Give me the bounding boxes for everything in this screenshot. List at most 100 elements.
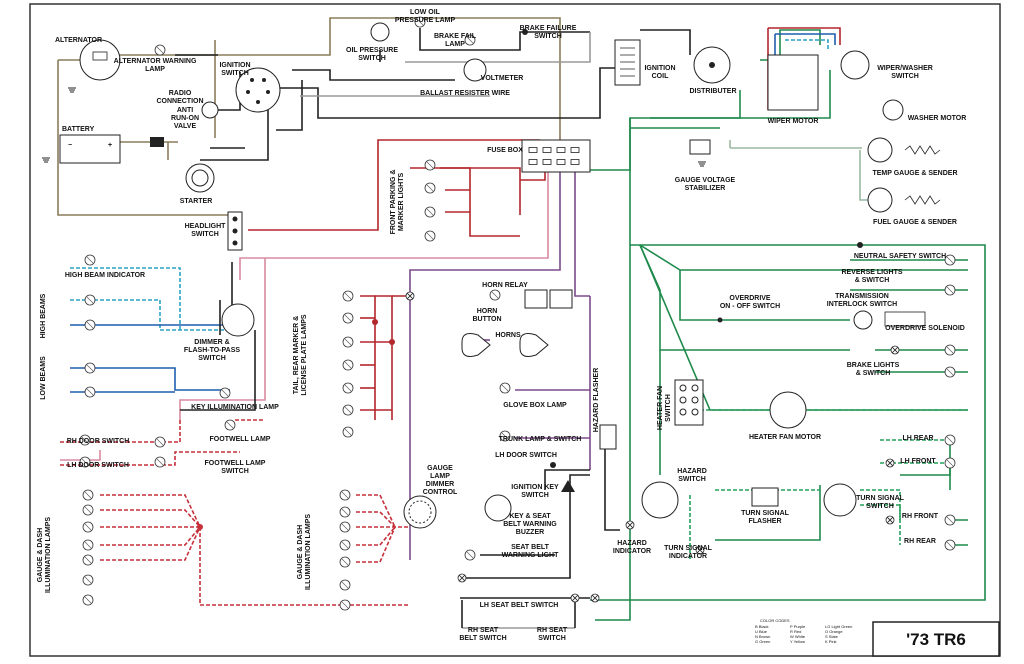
svg-text:+: +: [108, 142, 112, 149]
oil-pressure-switch-symbol: [370, 22, 390, 42]
svg-text:−: −: [68, 142, 72, 149]
label-gauge-dash-illumination-lamps-left: GAUGE & DASHILLUMINATION LAMPS: [37, 517, 52, 593]
title-box: [872, 621, 1000, 657]
legend-item: G Green: [755, 639, 770, 644]
legend-heading: COLOR CODES: [760, 618, 790, 623]
label-overdrive-solenoid: OVERDRIVE SOLENOID: [885, 325, 965, 332]
label-lh-seat-belt-switch: LH SEAT BELT SWITCH: [480, 602, 559, 609]
legend-item: S Slate: [825, 634, 839, 639]
hazard-switch-symbol: [641, 481, 679, 519]
diagram-title: '73 TR6: [906, 630, 966, 649]
ignition-key-switch-symbol: [484, 494, 512, 522]
label-key-illumination-lamp: KEY ILLUMINATION LAMP: [191, 404, 279, 411]
legend-item: U Blue: [755, 629, 768, 634]
horn-relay-symbol: [524, 289, 548, 309]
legend-item: W White: [790, 634, 806, 639]
legend-item: Y Yellow: [790, 639, 805, 644]
label-battery: BATTERY: [62, 126, 95, 133]
label-wiper-motor: WIPER MOTOR: [768, 118, 819, 125]
turn-signal-switch-symbol: [823, 483, 857, 517]
label-distributer: DISTRIBUTER: [689, 88, 736, 95]
horn-right-symbol: [519, 333, 549, 357]
label-rh-front: RH FRONT: [902, 513, 939, 520]
label-footwell-lamp: FOOTWELL LAMP: [210, 436, 271, 443]
legend-item: O Orange: [825, 629, 843, 634]
turn-signal-flasher-symbol: [751, 487, 779, 507]
dimmer-switch-symbol: [221, 303, 255, 337]
label-horns: HORNS: [495, 332, 521, 339]
temp-gauge-symbol: [867, 137, 893, 163]
label-high-beams: HIGH BEAMS: [40, 293, 47, 338]
gauge-voltage-stabilizer-symbol: [689, 139, 711, 155]
legend-item: N Brown: [755, 634, 770, 639]
battery-symbol: [59, 134, 121, 164]
label-reverse-lights-switch: REVERSE LIGHTS& SWITCH: [841, 269, 902, 284]
legend-item: P Purple: [790, 624, 806, 629]
horn-left-symbol: [461, 333, 491, 357]
label-lh-door-switch: LH DOOR SWITCH: [67, 462, 129, 469]
legend-item: K Pink: [825, 639, 837, 644]
label-starter: STARTER: [180, 198, 213, 205]
fuse-box-symbol: [521, 139, 591, 173]
legend-item: R Red: [790, 629, 801, 634]
label-lh-front: LH FRONT: [900, 458, 936, 465]
label-washer-motor: WASHER MOTOR: [908, 115, 967, 122]
anti-run-on-valve-symbol: [201, 101, 219, 119]
label-temp-gauge-sender: TEMP GAUGE & SENDER: [872, 170, 957, 177]
label-lh-rear: LH REAR: [902, 435, 933, 442]
label-gauge-dash-illumination-lamps-mid: GAUGE & DASHILLUMINATION LAMPS: [297, 514, 312, 590]
label-front-parking-marker-lights: FRONT PARKING &MARKER LIGHTS: [390, 170, 405, 235]
diode-symbol: [561, 480, 575, 492]
washer-motor-symbol: [882, 99, 904, 121]
label-tail-rear-marker-license-plate-lamps: TAIL, REAR MARKER &LICENSE PLATE LAMPS: [293, 314, 308, 395]
label-fuse-box: FUSE BOX: [487, 147, 523, 154]
label-neutral-safety-switch: NEUTRAL SAFETY SWITCH: [854, 253, 946, 260]
label-ballast-resister-wire: BALLAST RESISTER WIRE: [420, 90, 510, 97]
label-heater-fan-switch: HEATER FANSWITCH: [657, 386, 672, 430]
label-fuel-gauge-sender: FUEL GAUGE & SENDER: [873, 219, 957, 226]
label-high-beam-indicator: HIGH BEAM INDICATOR: [65, 272, 145, 279]
label-low-beams: LOW BEAMS: [40, 356, 47, 400]
voltmeter-symbol: [463, 58, 487, 82]
legend-item: B Black: [755, 624, 769, 629]
label-lh-door-switch-mid: LH DOOR SWITCH: [495, 452, 557, 459]
heater-fan-switch-symbol: [674, 379, 704, 426]
wiper-motor-symbol: [767, 54, 819, 111]
label-rh-door-switch: RH DOOR SWITCH: [67, 438, 130, 445]
hazard-flasher-symbol: [599, 424, 617, 450]
label-horn-relay: HORN RELAY: [482, 282, 528, 289]
label-trunk-lamp-switch: TRUNK LAMP & SWITCH: [499, 436, 582, 443]
ignition-coil-symbol: [614, 39, 641, 86]
diagram-border: [29, 3, 1001, 657]
fuel-gauge-symbol: [867, 187, 893, 213]
label-voltmeter: VOLTMETER: [481, 75, 524, 82]
label-alternator: ALTERNATOR: [55, 37, 102, 44]
wires: [57, 17, 986, 629]
label-rh-rear: RH REAR: [904, 538, 936, 545]
